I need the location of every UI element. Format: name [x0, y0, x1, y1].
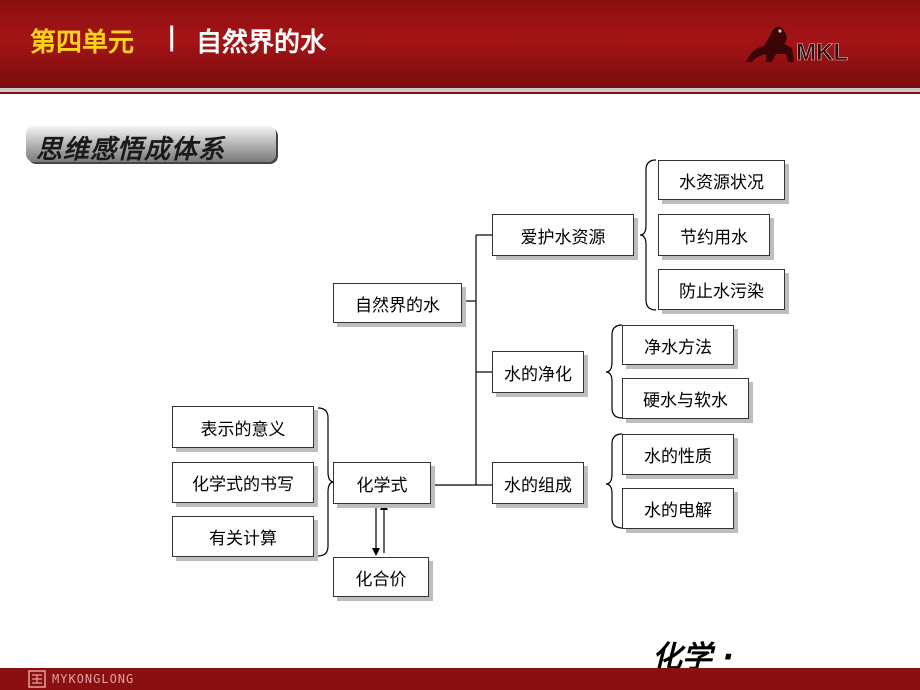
node-valence: 化合价 — [333, 557, 429, 597]
arrow-up-head — [380, 502, 388, 510]
brand-icon — [28, 670, 46, 688]
bracket-formula — [317, 407, 335, 557]
section-tag: 思维感悟成体系 — [26, 126, 276, 165]
node-water-electrolysis: 水的电解 — [622, 488, 734, 529]
arrow-down-head — [372, 548, 380, 556]
unit-label: 第四单元 — [30, 28, 135, 58]
node-prevent-pollution: 防止水污染 — [658, 269, 785, 310]
node-formula-meaning: 表示的意义 — [172, 406, 314, 448]
node-water-composition: 水的组成 — [492, 462, 584, 504]
node-water-purification: 水的净化 — [492, 351, 584, 393]
dinosaur-logo-icon: MKL — [746, 26, 848, 66]
node-center: 自然界的水 — [333, 283, 462, 323]
footer-brand: MYKONGLONG — [52, 672, 135, 686]
node-formula-writing: 化学式的书写 — [172, 462, 314, 503]
node-hard-soft-water: 硬水与软水 — [622, 378, 749, 419]
node-water-properties: 水的性质 — [622, 434, 734, 475]
page-title: 自然界的水 — [196, 28, 327, 58]
node-water-resources-status: 水资源状况 — [658, 160, 785, 200]
node-chemical-formula: 化学式 — [333, 462, 431, 504]
header-divider — [0, 88, 920, 92]
bracket-resources — [639, 159, 657, 311]
footer-bar — [0, 668, 920, 690]
node-protect-water: 爱护水资源 — [492, 214, 634, 256]
logo-lettering: MKL — [796, 39, 848, 66]
bracket-composition — [605, 433, 623, 529]
node-save-water: 节约用水 — [658, 214, 770, 256]
title-separator: | — [167, 22, 177, 52]
section-tag-label: 思维感悟成体系 — [36, 135, 226, 165]
bracket-purify — [605, 324, 623, 419]
node-formula-calculation: 有关计算 — [172, 516, 314, 557]
node-purify-methods: 净水方法 — [622, 325, 734, 365]
header-divider-red — [0, 92, 920, 94]
